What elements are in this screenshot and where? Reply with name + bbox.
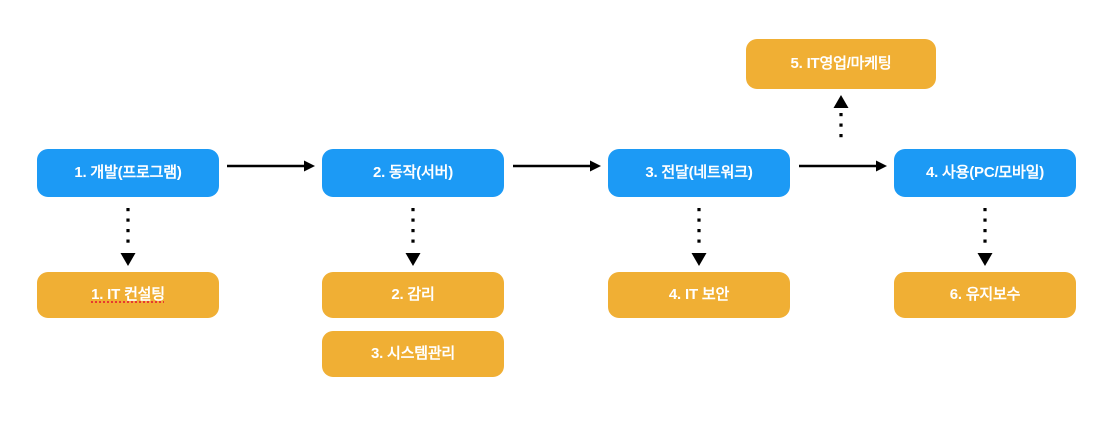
node-it-sales-marketing-label: 5. IT영업/마케팅 [790,54,892,72]
node-develop-label: 1. 개발(프로그램) [74,163,182,181]
dotted-arrow-operate-to-audit [402,204,424,266]
arrow-develop-to-operate [227,156,315,176]
dotted-arrow-use-to-maintenance [974,204,996,266]
node-develop[interactable]: 1. 개발(프로그램) [37,149,219,197]
node-audit[interactable]: 2. 감리 [322,272,504,318]
node-audit-label: 2. 감리 [391,285,435,303]
node-use[interactable]: 4. 사용(PC/모바일) [894,149,1076,197]
arrow-operate-to-deliver [513,156,601,176]
node-system-management-label: 3. 시스템관리 [370,344,456,362]
dotted-arrow-deliver-to-it-security [688,204,710,266]
node-operate-label: 2. 동작(서버) [372,163,454,181]
node-it-consulting[interactable]: 1. IT 컨설팅 [37,272,219,318]
node-use-label: 4. 사용(PC/모바일) [925,163,1045,181]
node-it-sales-marketing[interactable]: 5. IT영업/마케팅 [746,39,936,89]
dotted-arrow-develop-to-it-consulting [117,204,139,266]
node-maintenance-label: 6. 유지보수 [949,285,1021,303]
node-deliver-label: 3. 전달(네트워크) [645,163,753,181]
node-deliver[interactable]: 3. 전달(네트워크) [608,149,790,197]
node-it-consulting-label: 1. IT 컨설팅 [91,285,165,303]
node-maintenance[interactable]: 6. 유지보수 [894,272,1076,318]
arrow-deliver-to-use [799,156,887,176]
dotted-arrow-deliver-to-it-sales-marketing [830,95,852,147]
node-it-security-label: 4. IT 보안 [668,285,730,303]
node-system-management[interactable]: 3. 시스템관리 [322,331,504,377]
node-it-security[interactable]: 4. IT 보안 [608,272,790,318]
node-operate[interactable]: 2. 동작(서버) [322,149,504,197]
